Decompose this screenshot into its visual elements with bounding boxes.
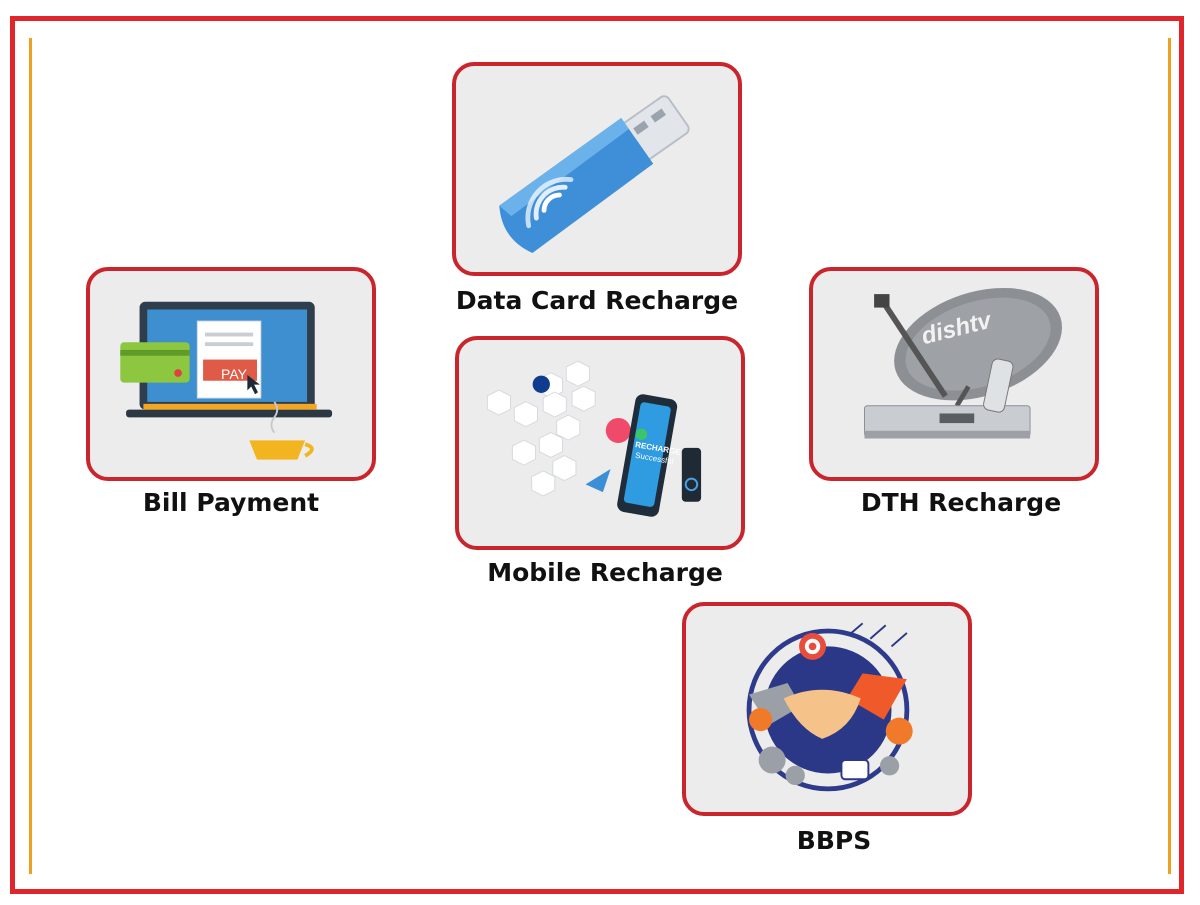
data-card-recharge-label[interactable]: Data Card Recharge — [455, 286, 739, 315]
handshake-icon — [746, 622, 913, 792]
data-card-recharge-card[interactable] — [452, 62, 742, 276]
bbps-card[interactable] — [682, 602, 972, 816]
outer-frame — [10, 16, 1184, 894]
laptop-pay-icon — [120, 301, 333, 460]
right-accent-line — [1168, 38, 1171, 874]
bbps-label[interactable]: BBPS — [796, 826, 872, 855]
bill-payment-card[interactable]: PAY — [86, 267, 376, 481]
bill-payment-label[interactable]: Bill Payment — [142, 488, 320, 517]
mobile-recharge-card[interactable]: RECHARGE Successful — [455, 336, 745, 550]
dth-recharge-label[interactable]: DTH Recharge — [860, 488, 1062, 517]
pay-button-text: PAY — [221, 366, 247, 382]
usb-data-card-icon — [499, 95, 690, 253]
dth-recharge-card[interactable]: dishtv — [809, 267, 1099, 481]
mobile-recharge-label[interactable]: Mobile Recharge — [487, 558, 723, 587]
left-accent-line — [29, 38, 32, 874]
smartphone-recharge-icon — [486, 360, 702, 517]
satellite-dish-icon — [863, 287, 1063, 439]
